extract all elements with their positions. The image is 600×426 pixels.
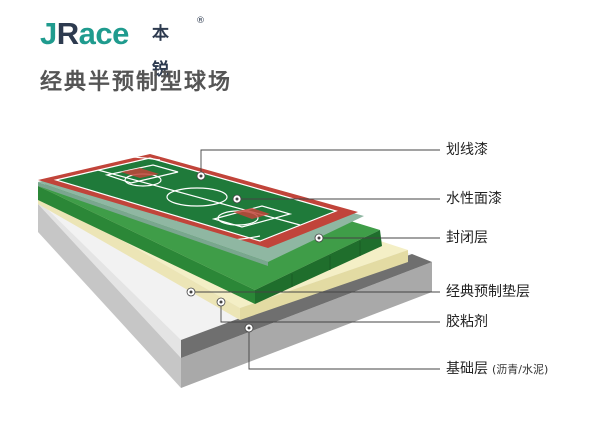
page-title: 经典半预制型球场 [40, 70, 233, 95]
callout-dots [186, 171, 324, 333]
label-line-paint: 划线漆 [446, 142, 488, 158]
base-layer-note: (沥青/水泥) [492, 363, 549, 376]
logo-wordmark: JRace [40, 16, 129, 51]
label-base-layer: 基础层(沥青/水泥) [446, 361, 549, 377]
label-sealer-layer: 封闭层 [446, 230, 488, 246]
label-adhesive: 胶粘剂 [446, 314, 488, 330]
label-water-topcoat: 水性面漆 [446, 191, 502, 207]
logo-chinese-name: 本锐 [152, 24, 170, 80]
callout-leaders [191, 149, 440, 370]
registered-mark: ® [196, 16, 205, 26]
label-prefab-cushion: 经典预制垫层 [446, 284, 530, 300]
